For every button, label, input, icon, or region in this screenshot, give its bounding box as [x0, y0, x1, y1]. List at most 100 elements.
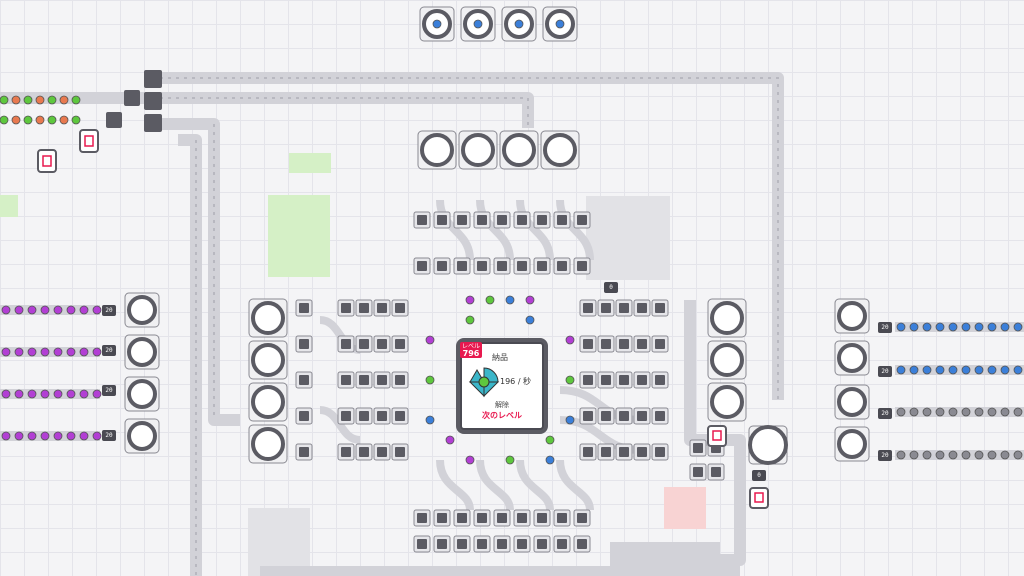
conveyor-belts[interactable] [0, 72, 784, 576]
processing-machine[interactable] [651, 443, 669, 461]
ring-machine[interactable] [707, 382, 747, 422]
balancer-icon[interactable] [106, 70, 162, 132]
processing-machine[interactable] [295, 407, 313, 425]
processing-machine[interactable] [413, 211, 431, 229]
processing-machine[interactable] [633, 299, 651, 317]
processing-machine[interactable] [597, 407, 615, 425]
processing-machine[interactable] [453, 257, 471, 275]
processing-machine[interactable] [553, 257, 571, 275]
processing-machine[interactable] [573, 509, 591, 527]
ring-machine[interactable] [248, 424, 288, 464]
processing-machine[interactable] [453, 509, 471, 527]
processing-machine[interactable] [493, 211, 511, 229]
processing-machine[interactable] [573, 535, 591, 553]
processing-machine[interactable] [573, 257, 591, 275]
processing-machine[interactable] [413, 509, 431, 527]
ring-machine[interactable] [707, 340, 747, 380]
processing-machine[interactable] [651, 299, 669, 317]
ring-machine[interactable] [124, 376, 160, 412]
purple-shape-lane[interactable] [0, 389, 102, 399]
grey-shape-lane[interactable] [895, 407, 1024, 417]
processing-machine[interactable] [373, 335, 391, 353]
processing-machine[interactable] [373, 407, 391, 425]
processing-machine[interactable] [493, 509, 511, 527]
processing-machine[interactable] [707, 463, 725, 481]
processing-machine[interactable] [615, 371, 633, 389]
processing-machine[interactable] [373, 443, 391, 461]
processing-machine[interactable] [615, 299, 633, 317]
processing-machine[interactable] [597, 299, 615, 317]
processing-machine[interactable] [633, 407, 651, 425]
right-painter-machines[interactable] [579, 299, 725, 481]
processing-machine[interactable] [433, 535, 451, 553]
processing-machine[interactable] [597, 443, 615, 461]
processing-machine[interactable] [391, 443, 409, 461]
ring-machine[interactable] [707, 298, 747, 338]
ring-machine[interactable] [458, 130, 498, 170]
processing-machine[interactable] [355, 407, 373, 425]
processing-machine[interactable] [633, 443, 651, 461]
processing-machine[interactable] [579, 299, 597, 317]
shape-input-lanes[interactable] [0, 292, 1024, 462]
processing-machine[interactable] [493, 535, 511, 553]
processing-machine[interactable] [391, 335, 409, 353]
processing-machine[interactable] [689, 439, 707, 457]
processing-machine[interactable] [337, 371, 355, 389]
processing-machine[interactable] [513, 257, 531, 275]
center-ring-machines[interactable] [248, 130, 788, 465]
processing-machine[interactable] [513, 509, 531, 527]
rotate-icon[interactable] [748, 425, 788, 465]
processing-machine[interactable] [413, 257, 431, 275]
processing-machine[interactable] [651, 335, 669, 353]
processing-machine[interactable] [355, 443, 373, 461]
processing-machine[interactable] [573, 211, 591, 229]
processing-machine[interactable] [533, 211, 551, 229]
processing-machine[interactable] [295, 299, 313, 317]
ring-machine[interactable] [248, 298, 288, 338]
blue-shape-lane[interactable] [895, 365, 1024, 375]
left-painter-machines[interactable] [295, 211, 591, 553]
trash-icon[interactable] [37, 149, 57, 173]
processing-machine[interactable] [473, 257, 491, 275]
ring-machine[interactable] [124, 418, 160, 454]
processing-machine[interactable] [579, 443, 597, 461]
processing-machine[interactable] [433, 509, 451, 527]
processing-machine[interactable] [473, 211, 491, 229]
processing-machine[interactable] [295, 443, 313, 461]
trash-icon[interactable] [79, 129, 99, 153]
purple-shape-lane[interactable] [0, 305, 102, 315]
processing-machine[interactable] [355, 299, 373, 317]
processing-machine[interactable] [433, 257, 451, 275]
processing-machine[interactable] [615, 443, 633, 461]
processing-machine[interactable] [553, 509, 571, 527]
trash-icon[interactable] [749, 487, 769, 509]
ring-machine[interactable] [540, 130, 580, 170]
processing-machine[interactable] [689, 463, 707, 481]
processing-machine[interactable] [295, 335, 313, 353]
processing-machine[interactable] [453, 211, 471, 229]
processing-machine[interactable] [391, 407, 409, 425]
ring-machine[interactable] [834, 384, 870, 420]
processing-machine[interactable] [651, 407, 669, 425]
processing-machine[interactable] [453, 535, 471, 553]
processing-machine[interactable] [579, 407, 597, 425]
ring-machine[interactable] [834, 426, 870, 462]
processing-machine[interactable] [295, 371, 313, 389]
processing-machine[interactable] [579, 335, 597, 353]
ring-machine[interactable] [499, 130, 539, 170]
processing-machine[interactable] [473, 509, 491, 527]
processing-machine[interactable] [533, 535, 551, 553]
processing-machine[interactable] [513, 211, 531, 229]
ring-machine[interactable] [124, 292, 160, 328]
central-hub[interactable]: レベル 796 納品 196 / 秒 解除 次のレベル [460, 342, 544, 430]
top-stacker-row[interactable] [419, 6, 578, 42]
ring-machine[interactable] [124, 334, 160, 370]
processing-machine[interactable] [513, 535, 531, 553]
grey-shape-lane[interactable] [895, 450, 1024, 460]
processing-machine[interactable] [373, 299, 391, 317]
processing-machine[interactable] [373, 371, 391, 389]
processing-machine[interactable] [337, 299, 355, 317]
processing-machine[interactable] [433, 211, 451, 229]
processing-machine[interactable] [493, 257, 511, 275]
